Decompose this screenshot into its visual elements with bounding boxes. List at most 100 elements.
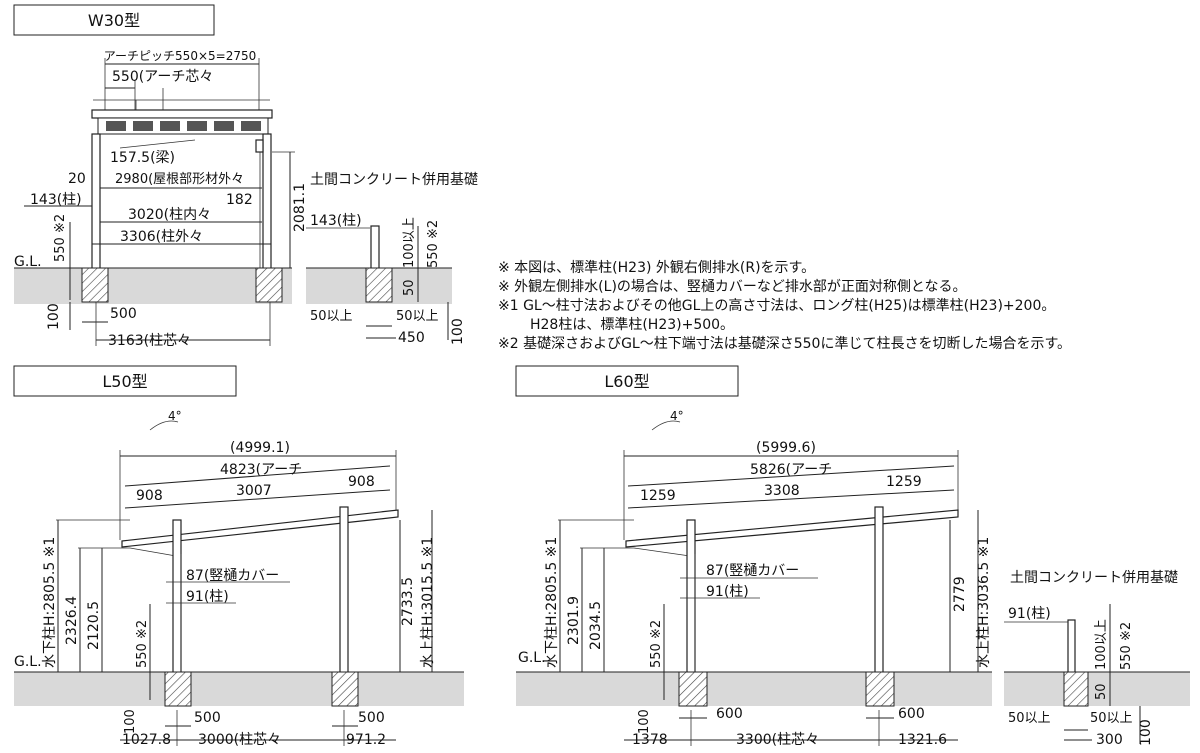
- foundation-1-left50: 50以上: [310, 309, 353, 324]
- l60-base-right: 600: [898, 706, 925, 722]
- l60-d100: 100: [637, 709, 652, 734]
- w30-roof-width: 2980(屋根部形材外々: [115, 172, 244, 187]
- l60-gl: G.L.: [518, 650, 546, 666]
- l50-gutter: 87(竪樋カバー: [186, 568, 279, 584]
- l50-roof: [121, 509, 399, 548]
- l50-post-label: 91(柱): [186, 589, 229, 605]
- w30-outer: 3306(柱外々: [120, 229, 203, 245]
- w30-right-182: 182: [226, 192, 253, 208]
- l50-right-over: 908: [348, 474, 375, 490]
- w30-center-3163: 3163(柱芯々: [108, 333, 191, 349]
- l60-title-box: [515, 365, 739, 397]
- l60-roof: [625, 509, 959, 548]
- l60-high-foundation: [865, 671, 895, 707]
- w30-left-20: 20: [68, 171, 86, 187]
- l60-gutter: 87(竪樋カバー: [706, 563, 799, 579]
- w30-roof-frame: [91, 109, 273, 119]
- l60-low-post: [686, 519, 696, 683]
- l50-ground: [14, 672, 464, 706]
- l50-high-post: [339, 506, 349, 683]
- note-1: ※ 本図は、標準柱(H23) 外観右側排水(R)を示す。: [498, 259, 815, 276]
- w30-height-2081: 2081.1: [292, 183, 308, 232]
- l60-h2779: 2779: [952, 576, 968, 612]
- foundation-2-footing: [1063, 671, 1089, 707]
- foundation-2-h100: 100: [1138, 719, 1154, 746]
- l50-slope: 4°: [168, 409, 182, 423]
- foundation-1-d550: 550 ※2: [426, 220, 441, 268]
- foundation-2-w300: 300: [1096, 732, 1123, 748]
- foundation-2-d50: 50: [1094, 683, 1109, 700]
- l60-high-post: [874, 506, 884, 683]
- l50-h2733: 2733.5: [400, 577, 416, 626]
- l50-total: (4999.1): [230, 440, 290, 456]
- foundation-1-title: 土間コンクリート併用基礎: [310, 171, 478, 188]
- l60-low-foundation: [678, 671, 708, 707]
- l60-low-h: 水下柱H:2805.5 ※1: [544, 537, 560, 668]
- l50-base-right: 500: [358, 710, 385, 726]
- note-3: ※1 GL～柱寸法およびその他GL上の高さ寸法は、ロング柱(H25)は標準柱(H…: [498, 297, 1055, 314]
- w30-ground: [14, 268, 292, 304]
- l60-total: (5999.6): [756, 440, 816, 456]
- w30-left-143: 143(柱): [30, 192, 82, 208]
- l50-center: 3000(柱芯々: [198, 732, 281, 748]
- foundation-1-d50: 50: [402, 279, 417, 296]
- note-5: ※2 基礎深さおよびGL～柱下端寸法は基礎深さ550に準じて柱長さを切断した場合…: [498, 335, 1071, 352]
- note-2: ※ 外観左側排水(L)の場合は、竪樋カバーなど排水部が正面対称側となる。: [498, 278, 966, 295]
- l50-arch: 4823(アーチ: [220, 462, 302, 478]
- l50-left-dim: 1027.8: [122, 732, 171, 748]
- l60-span: 3308: [764, 483, 800, 499]
- l60-right-over: 1259: [886, 474, 922, 490]
- foundation-2-post-label: 91(柱): [1008, 606, 1051, 622]
- foundation-2-title: 土間コンクリート併用基礎: [1010, 569, 1178, 586]
- l60-h2301: 2301.9: [566, 596, 582, 645]
- w30-roof-ribs: [106, 121, 261, 131]
- w30-inner: 3020(柱内々: [128, 207, 211, 223]
- foundation-1-right50: 50以上: [396, 309, 439, 324]
- foundation-2-left50: 50以上: [1008, 711, 1051, 726]
- notes-block: ※ 本図は、標準柱(H23) 外観右側排水(R)を示す。 ※ 外観左側排水(L)…: [498, 259, 1071, 352]
- foundation-1-post: [370, 225, 380, 273]
- w30-gl: G.L.: [14, 254, 42, 270]
- l60-title: L60型: [604, 372, 649, 391]
- w30-section: W30型 アーチピッチ550×5=2750 550(アーチ芯々: [13, 4, 308, 349]
- foundation-1-section: 土間コンクリート併用基礎 143(柱) 100以上 550 ※2 50 50以上…: [306, 171, 478, 346]
- w30-right-foundation: [255, 267, 283, 303]
- w30-arch-pitch: アーチピッチ550×5=2750: [104, 49, 256, 63]
- l60-center: 3300(柱芯々: [736, 732, 819, 748]
- foundation-1-footing: [365, 267, 393, 303]
- l50-h2120: 2120.5: [86, 601, 102, 650]
- l50-left-over: 908: [136, 488, 163, 504]
- foundation-2-d550: 550 ※2: [1119, 622, 1134, 670]
- foundation-1-h100: 100: [450, 318, 466, 345]
- l50-section: L50型 4° (4999.1) 4823(アーチ 908 3007 908 水: [13, 365, 464, 748]
- foundation-2-right50: 50以上: [1090, 711, 1133, 726]
- l50-low-post: [172, 519, 182, 683]
- w30-depth-550: 550 ※2: [53, 214, 68, 262]
- w30-left-foundation: [81, 267, 109, 303]
- l60-section: L60型 4° (5999.6) 5826(アーチ 1259 3308 1259: [515, 365, 992, 748]
- l50-title: L50型: [102, 372, 147, 391]
- l60-post-label: 91(柱): [706, 584, 749, 600]
- l60-depth: 550 ※2: [649, 620, 664, 668]
- l60-h2034: 2034.5: [588, 601, 604, 650]
- foundation-1-w450: 450: [398, 330, 425, 346]
- l50-gl: G.L.: [14, 654, 42, 670]
- l60-left-dim: 1378: [632, 732, 668, 748]
- l50-low-foundation: [164, 671, 192, 707]
- w30-left-post: [91, 133, 101, 271]
- l60-high-h: 水上柱H:3036.5 ※1: [976, 537, 992, 668]
- l50-high-foundation: [331, 671, 359, 707]
- note-4: H28柱は、標準柱(H23)+500。: [530, 317, 734, 333]
- l50-depth: 550 ※2: [135, 620, 150, 668]
- l50-right-dim: 971.2: [346, 732, 386, 748]
- l50-base-left: 500: [194, 710, 221, 726]
- w30-right-post: [262, 133, 272, 271]
- w30-title-box: [13, 4, 215, 36]
- w30-arch-center: 550(アーチ芯々: [112, 69, 213, 85]
- w30-title: W30型: [88, 11, 140, 30]
- l50-h2326: 2326.4: [64, 596, 80, 645]
- l60-slope: 4°: [670, 409, 684, 423]
- l60-arch: 5826(アーチ: [750, 462, 832, 478]
- l50-span: 3007: [236, 483, 272, 499]
- foundation-2-section: 土間コンクリート併用基礎 91(柱) 100以上 550 ※2 50 50以上 …: [1004, 569, 1190, 748]
